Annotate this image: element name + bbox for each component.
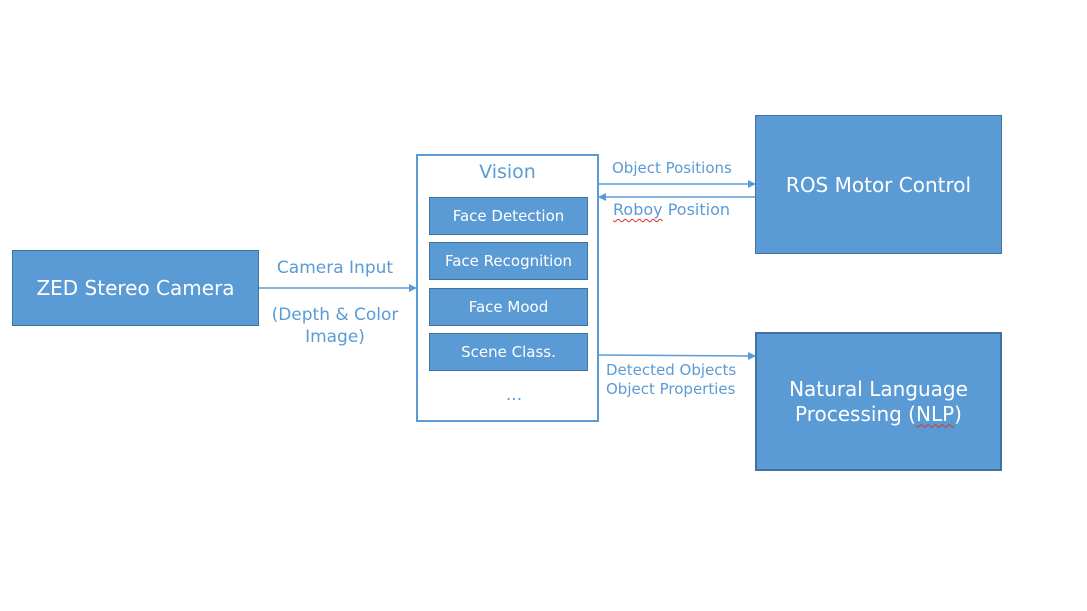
vision-module-scene-class: Scene Class. — [429, 333, 588, 371]
object-properties-label: Object Properties — [606, 380, 736, 398]
zed-stereo-camera-label: ZED Stereo Camera — [36, 276, 235, 300]
vision-module-label: Scene Class. — [461, 343, 556, 361]
nlp-label-prefix: Processing ( — [795, 401, 916, 426]
vision-module-face-detection: Face Detection — [429, 197, 588, 235]
nlp-abbreviation: NLP — [915, 401, 955, 426]
object-positions-label: Object Positions — [612, 159, 732, 177]
zed-stereo-camera-node: ZED Stereo Camera — [12, 250, 259, 326]
vision-module-label: Face Recognition — [444, 252, 573, 270]
vision-module-label: Face Detection — [452, 207, 565, 225]
vision-module-face-recognition: Face Recognition — [429, 242, 588, 280]
vision-to-nlp-arrow — [598, 351, 756, 360]
camera-input-detail-line1: (Depth & Color — [271, 305, 399, 325]
vision-more-ellipsis: ... — [505, 385, 523, 405]
nlp-node: Natural Language Processing (NLP) — [755, 332, 1002, 471]
camera-input-label: Camera Input — [276, 258, 394, 278]
ros-motor-control-label: ROS Motor Control — [785, 172, 972, 197]
roboy-position-label: Roboy Position — [613, 200, 730, 219]
camera-input-detail-label: (Depth & Color Image) — [258, 304, 412, 348]
roboy-word: Roboy — [613, 200, 663, 219]
vision-module-face-mood: Face Mood — [429, 288, 588, 326]
nlp-label-line2: Processing (NLP) — [789, 402, 968, 427]
nlp-label-suffix: ) — [954, 401, 962, 426]
position-word: Position — [662, 200, 730, 219]
detected-objects-label: Detected Objects — [606, 361, 737, 379]
vision-title: Vision — [479, 161, 536, 183]
vision-module-label: Face Mood — [468, 298, 549, 316]
camera-input-detail-line2: Image) — [305, 327, 365, 347]
ros-motor-control-node: ROS Motor Control — [755, 115, 1002, 254]
nlp-label-line1: Natural Language — [789, 376, 968, 401]
